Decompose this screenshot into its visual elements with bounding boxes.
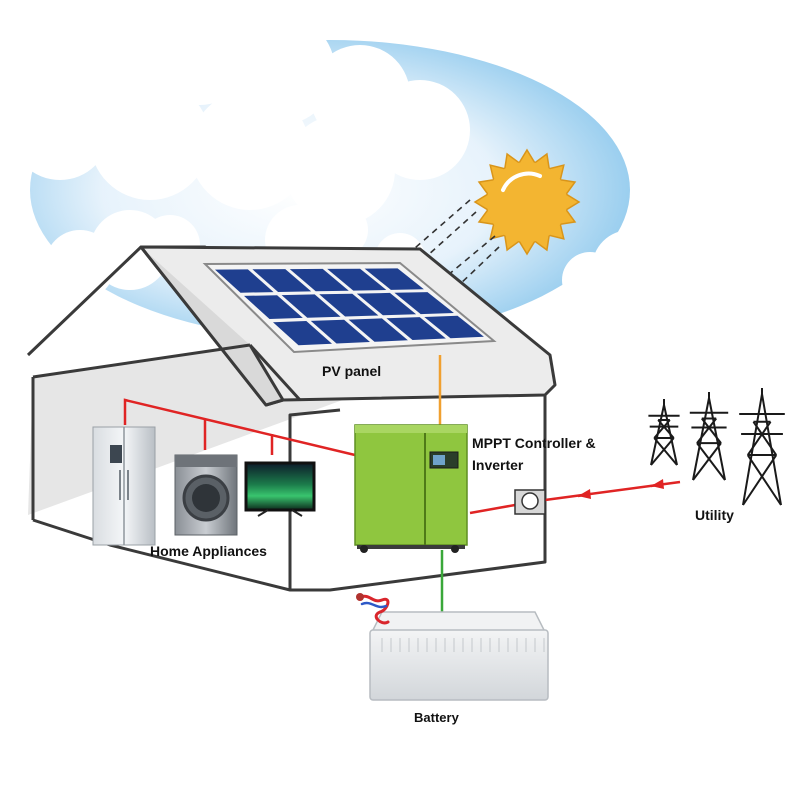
solar-cell bbox=[348, 318, 408, 342]
utility-ac-wire bbox=[469, 503, 516, 515]
solar-cell bbox=[319, 293, 379, 317]
solar-cell bbox=[394, 292, 454, 315]
solar-cell bbox=[327, 268, 387, 291]
solar-cell bbox=[252, 269, 312, 292]
inverter-icon bbox=[354, 424, 468, 553]
pv-panel-label: PV panel bbox=[322, 363, 381, 379]
solar-panel-icon bbox=[202, 261, 497, 354]
solar-cell bbox=[424, 315, 484, 339]
inverter-label-line-1: MPPT Controller & bbox=[472, 435, 596, 451]
electric-meter-icon bbox=[514, 489, 546, 515]
solar-cell bbox=[273, 321, 332, 346]
appliance-ac-wire bbox=[123, 398, 356, 457]
solar-cell bbox=[310, 319, 370, 344]
washing-machine-icon bbox=[174, 454, 238, 536]
solar-cell bbox=[244, 295, 303, 319]
tv-icon bbox=[244, 461, 316, 517]
battery-label: Battery bbox=[414, 710, 460, 725]
inverter-label-line-2: Inverter bbox=[472, 457, 524, 473]
wiring bbox=[123, 355, 681, 618]
utility-label: Utility bbox=[695, 507, 734, 523]
sun-icon bbox=[391, 148, 581, 308]
solar-cell bbox=[364, 268, 424, 290]
solar-cell bbox=[281, 294, 341, 318]
battery-icon bbox=[356, 593, 549, 701]
solar-cell bbox=[215, 269, 274, 293]
solar-cell bbox=[356, 292, 417, 316]
refrigerator-icon bbox=[92, 426, 156, 546]
solar-cell bbox=[289, 268, 349, 292]
transmission-tower-icon bbox=[648, 388, 785, 506]
solar-cell bbox=[386, 317, 446, 340]
home-appliances-label: Home Appliances bbox=[150, 543, 267, 559]
